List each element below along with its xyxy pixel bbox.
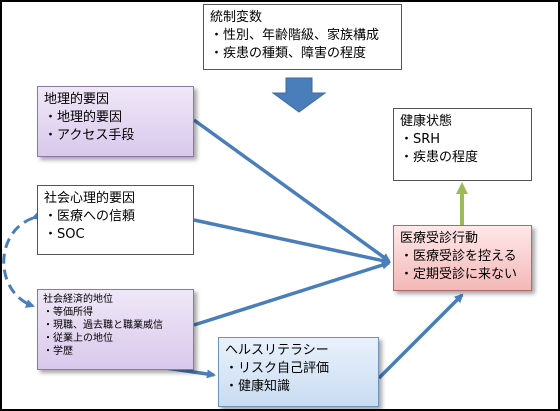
- health-status-title: 健康状態: [400, 114, 453, 129]
- socioeconomic-title: 社会経済的地位: [43, 294, 113, 305]
- psychosocial-item: ・医療への信頼: [44, 209, 136, 224]
- arrow-geo-to-behavior: [192, 118, 391, 263]
- arrow-ses-to-behavior: [193, 260, 391, 327]
- care-behavior-item: ・医療受診を控える: [400, 249, 517, 264]
- control-down-arrow: [271, 77, 327, 113]
- socioeconomic-item: ・現職、過去職と職業威信: [43, 320, 163, 331]
- care-behavior-item: ・定期受診に来ない: [400, 267, 518, 282]
- socioeconomic-item: ・等価所得: [43, 307, 93, 318]
- health-status-item: ・疾患の程度: [400, 150, 479, 165]
- socioeconomic-status-box: 社会経済的地位 ・等価所得 ・現職、過去職と職業威信 ・従業上の地位 ・学歴: [37, 289, 194, 370]
- control-variables-box: 統制変数 ・性別、年齢階級、家族構成 ・疾患の種類、障害の程度: [203, 4, 402, 70]
- dashed-correlation-curve: [2, 211, 42, 308]
- control-title: 統制変数: [210, 10, 263, 25]
- health-status-box: 健康状態 ・SRH ・疾患の程度: [393, 108, 532, 181]
- arrow-psycho-to-behavior: [193, 218, 391, 265]
- socioeconomic-item: ・従業上の地位: [43, 333, 113, 344]
- health-literacy-title: ヘルスリテラシー: [225, 343, 329, 358]
- geographic-factors-box: 地理的要因 ・地理的要因 ・アクセス手段: [37, 86, 194, 157]
- psychosocial-title: 社会心理的要因: [44, 191, 136, 206]
- health-literacy-item: ・健康知識: [225, 379, 291, 394]
- control-item: ・疾患の種類、障害の程度: [210, 46, 367, 61]
- psychosocial-factors-box: 社会心理的要因 ・医療への信頼 ・SOC: [37, 185, 194, 255]
- geographic-item: ・アクセス手段: [44, 128, 135, 143]
- health-literacy-item: ・リスク自己評価: [225, 361, 330, 376]
- control-item: ・性別、年齢階級、家族構成: [210, 28, 380, 43]
- geographic-title: 地理的要因: [44, 92, 110, 107]
- psychosocial-item: ・SOC: [44, 227, 85, 242]
- care-seeking-behavior-box: 医療受診行動 ・医療受診を控える ・定期受診に来ない: [393, 225, 532, 291]
- arrow-literacy-to-behavior: [377, 293, 464, 380]
- health-status-item: ・SRH: [400, 132, 441, 147]
- geographic-item: ・地理的要因: [44, 110, 123, 125]
- socioeconomic-item: ・学歴: [43, 346, 73, 357]
- care-behavior-title: 医療受診行動: [400, 231, 479, 246]
- health-literacy-box: ヘルスリテラシー ・リスク自己評価 ・健康知識: [218, 337, 379, 407]
